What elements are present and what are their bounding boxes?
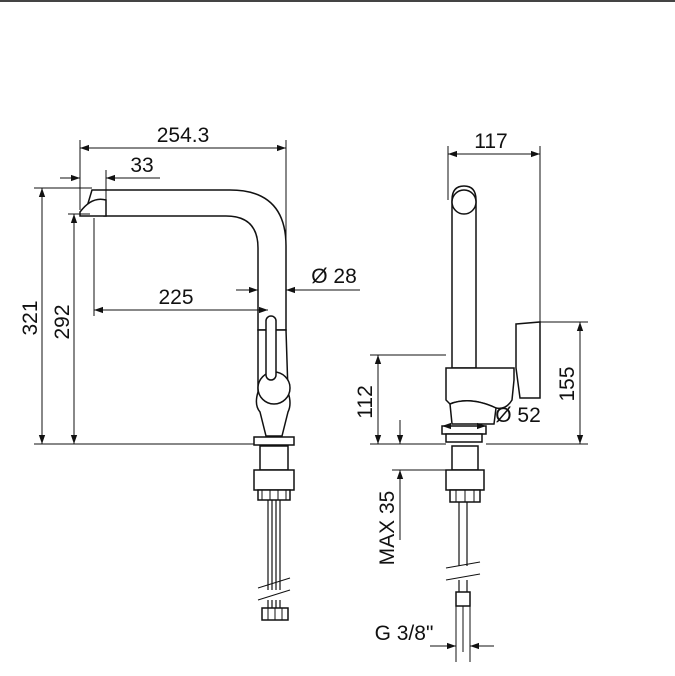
side-spout-tip xyxy=(79,198,107,217)
side-washer xyxy=(257,489,291,501)
side-hose-left xyxy=(267,500,273,620)
side-lever xyxy=(265,315,277,381)
dim-front-total-height: 155 xyxy=(556,366,579,401)
front-base xyxy=(441,425,487,435)
dim-pipe-diameter: Ø 28 xyxy=(311,265,357,288)
dim-total-height: 321 xyxy=(19,300,42,335)
dim-front-width: 117 xyxy=(474,130,507,153)
dim-spout-height: 292 xyxy=(51,304,74,339)
front-lever xyxy=(515,321,541,399)
front-spout-end xyxy=(451,189,477,215)
dim-overall-length: 254.3 xyxy=(157,124,210,147)
side-nut xyxy=(253,469,295,491)
front-view: 117 Ø 52 112 155 MAX 35 G 3/8" xyxy=(354,130,588,662)
top-border xyxy=(0,0,675,2)
front-nut xyxy=(445,469,485,491)
dim-max-deck: MAX 35 xyxy=(376,491,399,566)
front-base-ring xyxy=(445,433,483,443)
side-base xyxy=(253,436,295,446)
side-shank xyxy=(259,445,289,471)
side-hose-right xyxy=(275,500,281,620)
dim-spout-tip: 33 xyxy=(130,154,153,177)
front-shank xyxy=(451,445,479,471)
dim-connection: G 3/8" xyxy=(375,622,434,645)
dim-lever-height: 112 xyxy=(354,385,377,418)
dim-base-diameter: Ø 52 xyxy=(495,404,541,427)
front-hose xyxy=(458,502,468,592)
dim-reach: 225 xyxy=(158,286,193,309)
side-view: 254.3 33 225 Ø 28 321 292 xyxy=(19,124,360,621)
front-body-lower xyxy=(449,400,497,425)
front-hose-fitting xyxy=(455,591,471,607)
side-spout-pipe xyxy=(85,189,287,331)
